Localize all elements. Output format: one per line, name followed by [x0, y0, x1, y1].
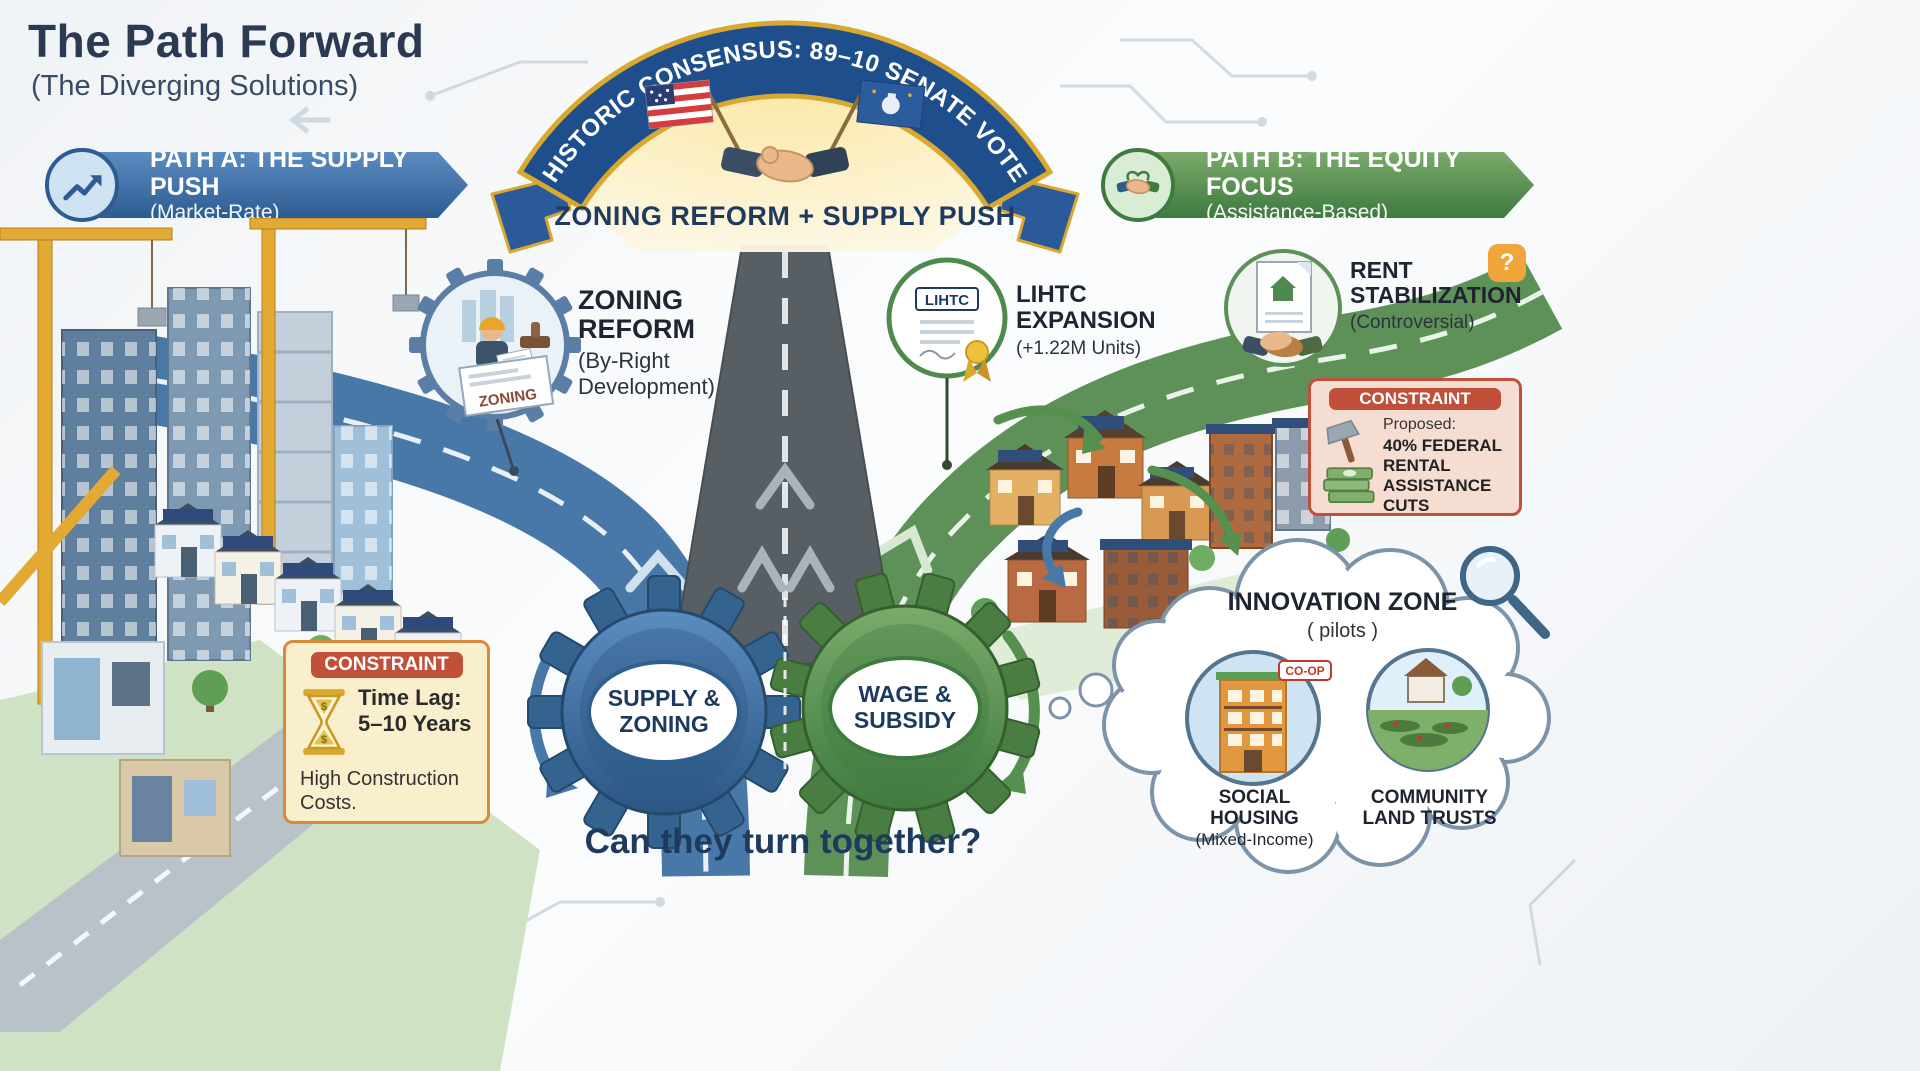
rent-title: RENT STABILIZATION — [1350, 257, 1522, 308]
constraint-b-intro: Proposed: — [1383, 416, 1456, 433]
flow-arrows — [993, 405, 1242, 588]
constraint-b-bold: 40% FEDERAL RENTAL ASSISTANCE CUTS — [1383, 436, 1502, 516]
connector-zoning — [495, 418, 519, 476]
gear-right-text: WAGE & SUBSIDY — [853, 681, 957, 733]
crane-boom-icon — [0, 466, 121, 606]
lihtc-certificate-icon: LIHTC — [886, 257, 1008, 382]
money-icon — [1323, 467, 1375, 503]
ribbon-right — [998, 174, 1080, 254]
innovation-title: INNOVATION ZONE — [1227, 588, 1458, 616]
innovation-subtitle: ( pilots ) — [1306, 620, 1379, 642]
thought-bubbles — [1048, 672, 1114, 720]
rent-document-icon — [1224, 249, 1342, 367]
trending-up-icon — [45, 148, 119, 222]
social-housing-illustration — [1185, 650, 1321, 786]
gear-right-label: WAGE & SUBSIDY — [828, 656, 982, 760]
constraint-a-bold1: Time Lag: — [358, 685, 462, 710]
page-subtitle: (The Diverging Solutions) — [31, 70, 359, 102]
zoning-document-icon: ZONING — [458, 354, 555, 417]
land-trusts-title: COMMUNITY LAND TRUSTS — [1362, 787, 1497, 829]
question-badge-icon: ? — [1488, 244, 1526, 282]
coop-badge: CO-OP — [1278, 660, 1332, 681]
path-a-banner: PATH A: THE SUPPLY PUSH (Market-Rate) — [84, 152, 468, 218]
stamp-icon — [520, 322, 550, 348]
rent-handshake-icon — [1242, 331, 1323, 358]
land-trust-illustration — [1366, 648, 1490, 772]
constraint-a-text: High Construction Costs. — [300, 768, 459, 814]
ribbon-seal-icon — [963, 340, 991, 382]
land-trusts-label: COMMUNITY LAND TRUSTS — [1352, 787, 1507, 830]
lihtc-feature: LIHTC EXPANSION (+1.22M Units) — [1016, 282, 1176, 360]
us-flag-icon — [644, 79, 714, 130]
road-arrows — [737, 462, 835, 593]
constraint-a-bold2: 5–10 Years — [358, 711, 472, 737]
partner-flag-icon — [856, 79, 926, 130]
rent-feature: RENT STABILIZATION (Controversial) — [1350, 258, 1525, 334]
axe-money-icon — [1323, 419, 1375, 503]
consensus-arch: HISTORIC CONSENSUS: 89–10 SENATE VOTE — [490, 20, 1080, 254]
connector-lihtc — [942, 378, 952, 470]
social-housing-sublabel: (Mixed-Income) — [1195, 829, 1314, 849]
zoning-subtitle: (By-Right Development) — [578, 348, 715, 399]
constraint-a-box: CONSTRAINT $ $ Time Lag: 5–10 Years High… — [283, 640, 490, 824]
zoning-title: ZONING REFORM — [578, 285, 695, 345]
lihtc-title: LIHTC EXPANSION — [1016, 281, 1156, 334]
gear-left-label: SUPPLY & ZONING — [587, 660, 741, 764]
lihtc-subtitle: (+1.22M Units) — [1016, 337, 1142, 359]
lihtc-badge-label: LIHTC — [925, 292, 969, 309]
path-a-label: PATH A: THE SUPPLY PUSH — [150, 145, 408, 201]
path-b-banner: PATH B: THE EQUITY FOCUS (Assistance-Bas… — [1140, 152, 1534, 218]
handshake-icon — [721, 146, 849, 183]
dollar-glyph: $ — [321, 701, 328, 713]
constraint-b-box: CONSTRAINT Proposed: 40% FEDERAL RENTAL … — [1308, 378, 1522, 516]
ribbon-left — [490, 174, 572, 254]
hourglass-icon: $ $ — [303, 689, 345, 755]
path-b-label: PATH B: THE EQUITY FOCUS — [1206, 145, 1461, 201]
social-housing-title: SOCIAL HOUSING — [1210, 787, 1299, 829]
bottom-question: Can they turn together? — [584, 822, 982, 861]
innovation-cloud — [1048, 538, 1551, 874]
banner-strip-label: ZONING REFORM + SUPPLY PUSH — [554, 201, 1016, 231]
social-housing-label: SOCIAL HOUSING (Mixed-Income) — [1172, 787, 1337, 850]
gear-left-text: SUPPLY & ZONING — [607, 685, 721, 737]
constraint-b-header: CONSTRAINT — [1329, 388, 1501, 410]
axe-icon — [1326, 419, 1360, 463]
handshake-heart-icon — [1101, 148, 1175, 222]
page-title: The Path Forward — [28, 15, 425, 67]
rent-subtitle: (Controversial) — [1350, 311, 1475, 333]
dollar-glyph: $ — [321, 734, 328, 746]
constraint-a-header: CONSTRAINT — [310, 652, 463, 678]
zoning-feature: ZONING REFORM (By-Right Development) — [578, 285, 773, 399]
magnifier-icon — [1460, 546, 1550, 639]
modern-house-illustration — [41, 641, 231, 857]
